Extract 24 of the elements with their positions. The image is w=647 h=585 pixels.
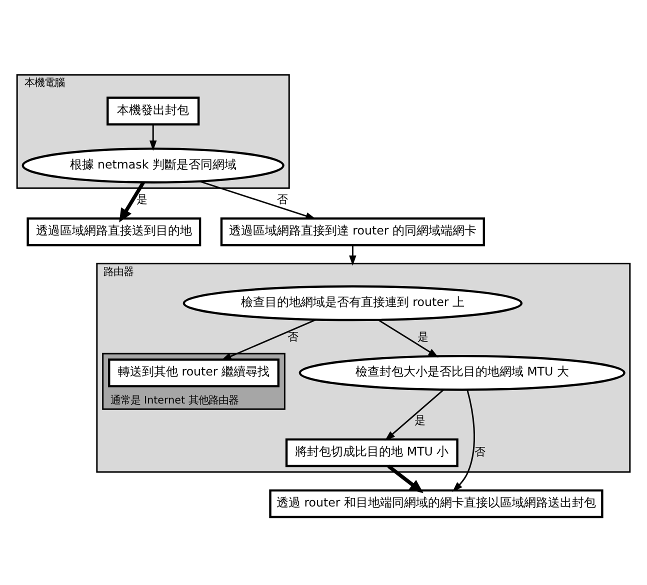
edge-label: 否 <box>276 192 288 206</box>
node-box: 透過區域網路直接送到目的地 <box>26 216 202 246</box>
edge-label: 是 <box>417 330 428 344</box>
arrow <box>452 389 475 492</box>
arrow <box>378 318 439 357</box>
arrow <box>349 244 356 266</box>
node-ellipse: 檢查封包大小是否比目的地網域 MTU 大 <box>298 354 626 390</box>
node-box: 透過 router 和目地端同網域的網卡直接以區域網路送出封包 <box>269 488 604 518</box>
arrow <box>198 180 316 219</box>
edge-label: 是 <box>136 192 148 206</box>
node-box: 本機發出封包 <box>106 96 200 125</box>
arrow <box>387 464 424 493</box>
edge-label: 否 <box>474 444 486 458</box>
node-ellipse: 根據 netmask 判斷是否同網域 <box>22 147 284 183</box>
arrow <box>221 318 317 360</box>
node-box: 轉送到其他 router 繼續尋找 <box>108 358 280 387</box>
edge-label: 否 <box>287 330 298 344</box>
arrow <box>149 124 157 150</box>
node-ellipse: 檢查目的地網域是否有直接連到 router 上 <box>182 284 523 321</box>
node-box: 將封包切成比目的地 MTU 小 <box>285 438 458 467</box>
arrow <box>119 180 145 222</box>
node-box: 透過區域網路直接到達 router 的同網域端網卡 <box>220 216 486 246</box>
edge-label: 是 <box>414 413 426 426</box>
arrow <box>384 388 444 440</box>
